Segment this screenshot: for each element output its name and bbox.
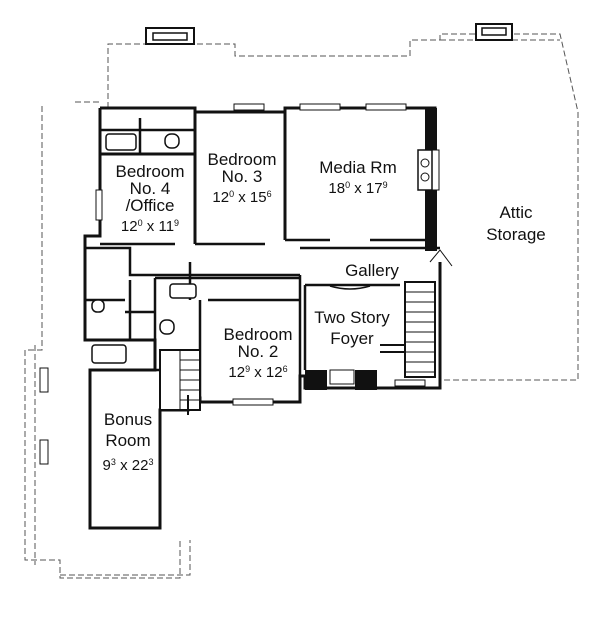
room-name-line: Bedroom [116, 162, 185, 181]
room-name-line: Two Story [314, 308, 390, 327]
room-dimensions: 120 x 119 [121, 218, 179, 235]
room-dimensions: 129 x 126 [228, 364, 287, 381]
chimney-left [145, 27, 195, 45]
room-label-media-rm: Media Rm 180 x 179 [319, 158, 396, 197]
room-name-line: Storage [486, 225, 546, 244]
foyer-stair [380, 281, 436, 378]
roof-outline [24, 33, 579, 579]
room-dimensions: 93 x 223 [103, 457, 154, 474]
room-name-line: No. 4 [130, 179, 171, 198]
windows [39, 103, 440, 465]
room-name-line: Media Rm [319, 158, 396, 177]
room-dimensions: 120 x 156 [212, 189, 271, 206]
media-fixture [417, 149, 433, 191]
room-name-line: Bonus [104, 410, 152, 429]
bonus-stair [159, 349, 201, 415]
room-dimensions: 180 x 179 [328, 180, 387, 197]
foyer-wall-right [355, 370, 377, 390]
gallery-rail [329, 285, 371, 290]
room-name-line: No. 2 [238, 342, 279, 361]
room-name-line: No. 3 [222, 167, 263, 186]
room-name-line: Bedroom [224, 325, 293, 344]
room-name-line: /Office [126, 196, 175, 215]
gallery-door [429, 249, 453, 267]
foyer-wall-left [305, 370, 327, 390]
room-name-line: Room [105, 431, 150, 450]
room-name-line: Attic [499, 203, 533, 222]
room-label-gallery: Gallery [345, 261, 399, 280]
chimney-right [475, 23, 513, 41]
room-name-line: Gallery [345, 261, 399, 280]
room-name-line: Foyer [330, 329, 374, 348]
room-name-line: Bedroom [208, 150, 277, 169]
bath-fixtures [91, 133, 197, 364]
